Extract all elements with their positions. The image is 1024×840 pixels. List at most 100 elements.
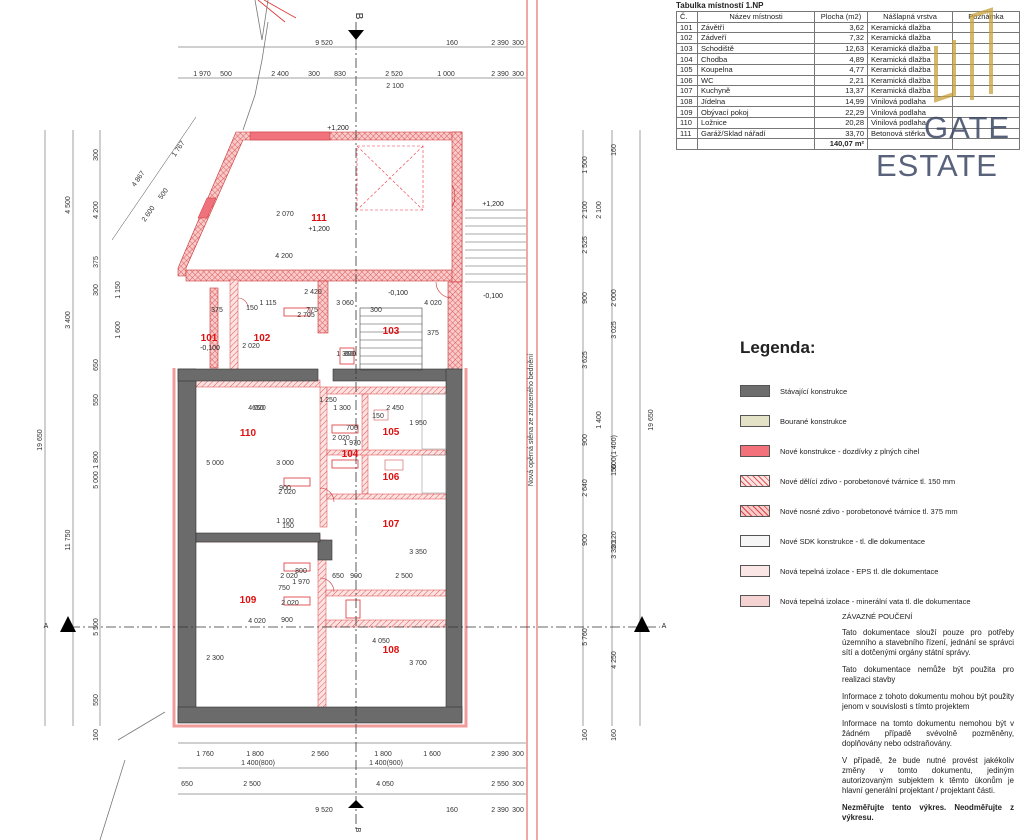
legend-swatch (740, 415, 770, 427)
legend-label: Nové dělící zdivo - porobetonové tvárnic… (780, 476, 956, 486)
cell-floor-finish: Keramická dlažba (867, 74, 953, 87)
notice-title: ZÁVAZNÉ POUČENÍ (842, 612, 913, 621)
dimension-label: 300 (512, 40, 524, 47)
cell-area: 3,62 (814, 21, 868, 34)
dimension-label: 1 350 (336, 351, 354, 358)
dimension-label: 2 020 (242, 343, 260, 350)
dimension-label: 650 (181, 781, 193, 788)
dimension-label: 4 020 (248, 618, 266, 625)
level-label: +1,200 (308, 226, 330, 233)
cell-area: 4,77 (814, 63, 868, 76)
dimension-label: 2 100 (582, 201, 589, 219)
new-bearing-walls (177, 131, 463, 371)
dimension-label: 300 (512, 751, 524, 758)
dimension-label: 2 020 (278, 489, 296, 496)
dimension-label: 1 115 (260, 300, 277, 307)
cell-number: 110 (676, 116, 698, 129)
floor-plan: 101102103104105106107108109110111-0,100+… (37, 0, 667, 840)
legend-label: Nová tepelná izolace - EPS tl. dle dokum… (780, 566, 939, 576)
section-mark: A (44, 623, 49, 630)
dimension-label: 3 400 (65, 311, 72, 329)
dimension-label: 1 400(900) (369, 760, 403, 767)
cell-area: 22,29 (814, 106, 868, 118)
legend-item: Nové nosné zdivo - porobetonové tvárnice… (740, 496, 1020, 526)
dimension-label: 550 (93, 694, 100, 706)
dimension-label: 4 200 (93, 201, 100, 219)
cell-area: 33,70 (814, 127, 868, 140)
dimension-label: 900 (281, 617, 293, 624)
dimension-label: 300 (512, 71, 524, 78)
dimension-label: 800 (295, 568, 307, 575)
room-number: 109 (240, 595, 257, 606)
dimension-label: 1 800 (93, 451, 100, 469)
total-empty-cell (697, 138, 815, 150)
cell-name: Schodiště (697, 42, 815, 55)
cell-name: Jídelna (697, 95, 815, 108)
dimension-label: 300 (93, 284, 100, 296)
cell-number: 106 (676, 74, 698, 87)
level-label: +1,200 (327, 125, 349, 132)
cell-number: 109 (676, 106, 698, 118)
notice-paragraph: V případě, že bude nutné provést jakékol… (842, 756, 1014, 795)
site-lines (99, 0, 269, 840)
notice-paragraph: Tato dokumentace slouží pouze pro potřeb… (842, 628, 1014, 657)
kitchen-fixtures (373, 393, 447, 494)
total-empty-cell (867, 138, 953, 150)
dimension-label: 3 350 (409, 549, 427, 556)
cell-note (952, 95, 1020, 108)
dimension-label: 4 500 (65, 196, 72, 214)
section-mark: A (662, 623, 667, 630)
total-area: 140,07 m² (814, 138, 868, 150)
dimension-label: 5 000 (93, 471, 100, 489)
cell-floor-finish: Vinilová podlaha (867, 106, 953, 118)
notice-paragraph: Informace z tohoto dokumentu mohou být p… (842, 692, 1014, 711)
cell-number: 107 (676, 85, 698, 97)
legend-label: Nová tepelná izolace - minerální vata tl… (780, 596, 971, 606)
cell-name: Koupelna (697, 63, 815, 76)
room-number: 104 (342, 449, 359, 460)
dimension-label: 300 (370, 307, 382, 314)
legend-label: Nové konstrukce - dozdívky z plných cihe… (780, 446, 920, 456)
dimension-label: 2 640 (582, 479, 589, 497)
dimension-label: 800 (344, 351, 356, 358)
legend-swatch (740, 565, 770, 577)
room-number: 108 (383, 645, 400, 656)
staircase-103 (359, 307, 423, 371)
dimension-label: 150 (282, 523, 294, 530)
dimension-label: 160 (446, 807, 458, 814)
cell-area: 14,99 (814, 95, 868, 108)
dimension-label: 2 705 (297, 312, 315, 319)
dimension-label: 1 150 (115, 281, 122, 299)
dimension-label: 1 800 (246, 751, 264, 758)
cell-name: Chodba (697, 53, 815, 65)
existing-walls (177, 368, 463, 724)
dimension-label: 2 100 (386, 83, 404, 90)
dimension-label: 500 (220, 71, 232, 78)
cell-number: 101 (676, 21, 698, 34)
room-number: 105 (383, 427, 400, 438)
dimension-label: 2 550 (491, 781, 509, 788)
dimension-label: 2 560 (311, 751, 329, 758)
dimension-label: 4 020 (424, 300, 442, 307)
retaining-wall-note: Nová opěrná stěna ze ztraceného bednění (528, 354, 535, 486)
dimension-label: 2 400 (271, 71, 289, 78)
dimension-label: 160 (611, 729, 618, 741)
dimension-label: 2 390 (491, 40, 509, 47)
cell-floor-finish: Keramická dlažba (867, 53, 953, 65)
dimension-label: 9 520 (315, 40, 333, 47)
cell-name: Ložnice (697, 116, 815, 129)
table-caption: Tabulka místností 1.NP (676, 1, 764, 10)
room-number: 110 (240, 428, 257, 439)
cell-area: 12,63 (814, 42, 868, 55)
dimension-label: 3 350 (611, 541, 618, 559)
dimension-label: 830 (334, 71, 346, 78)
dimension-label: 160 (93, 729, 100, 741)
dimension-label: 1 600 (423, 751, 441, 758)
room-number: 106 (383, 472, 400, 483)
